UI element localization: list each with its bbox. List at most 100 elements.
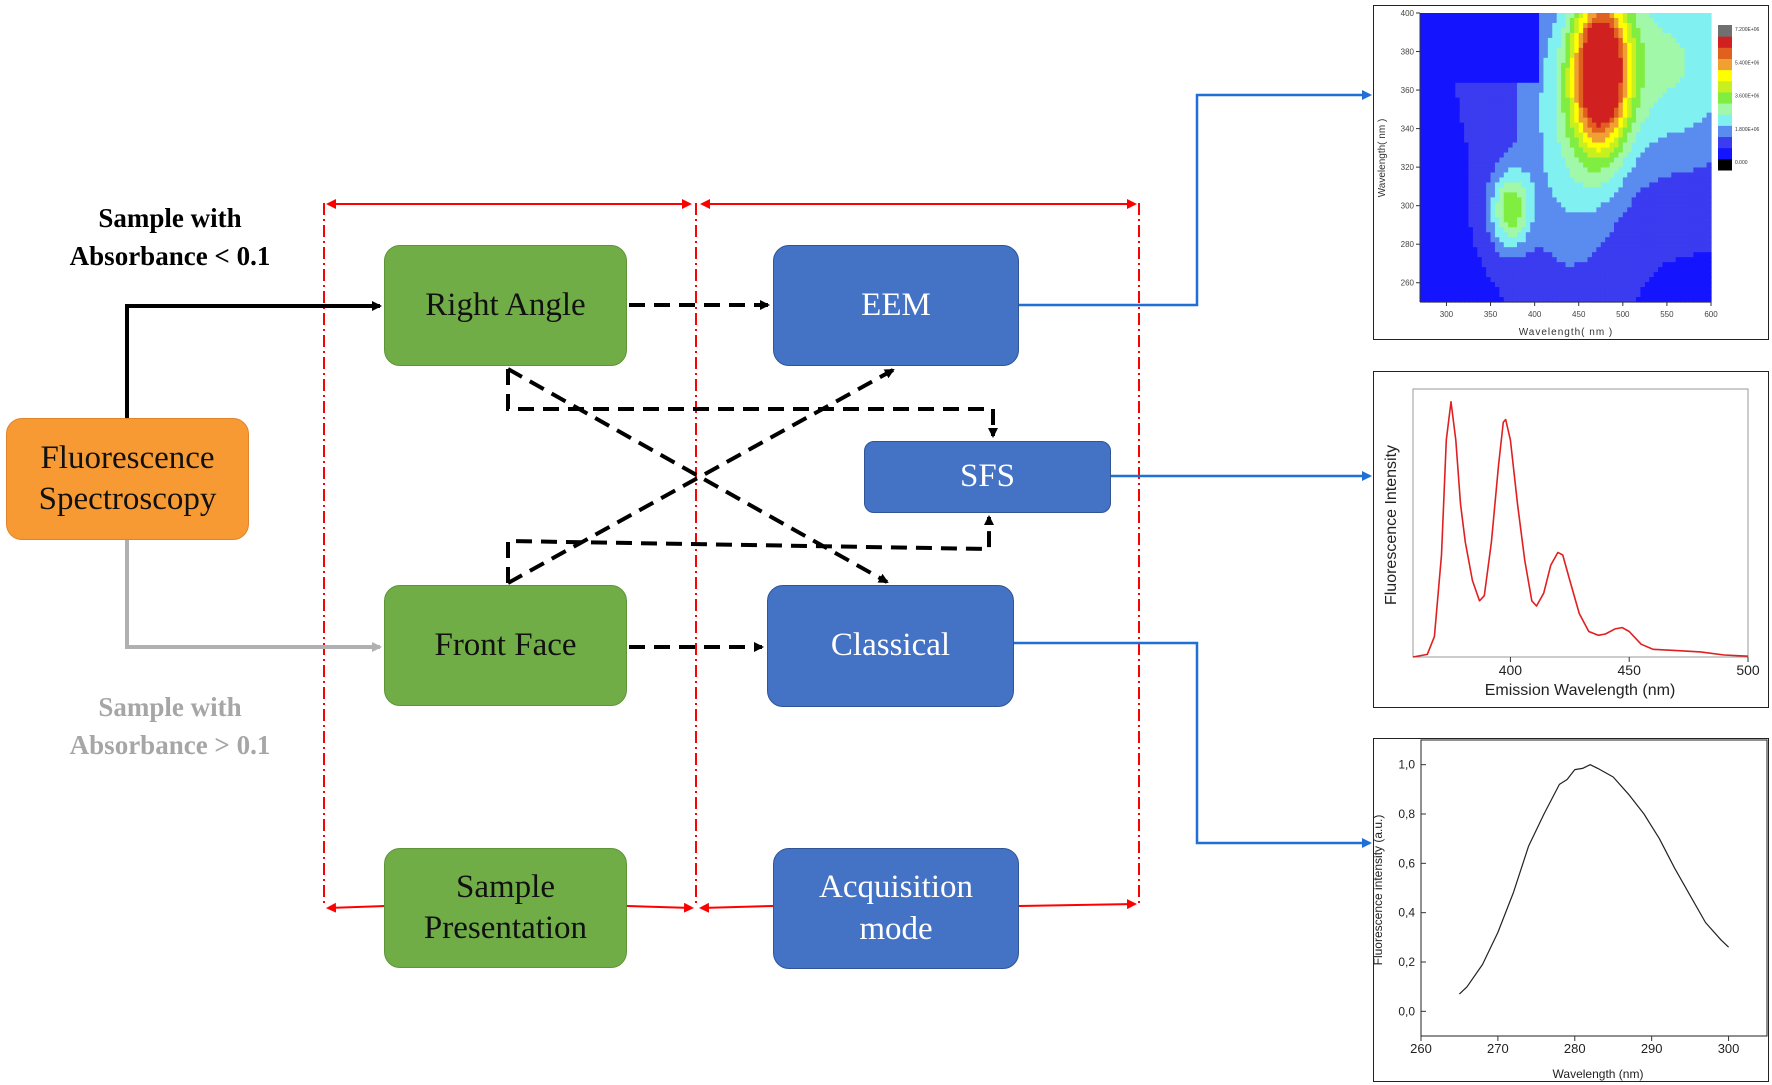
- eem-cell: [1618, 57, 1624, 64]
- eem-cell: [1644, 242, 1650, 248]
- eem-cell: [1503, 232, 1509, 238]
- eem-cell: [1644, 262, 1650, 268]
- eem-cell: [1600, 177, 1606, 184]
- eem-cell: [1574, 167, 1580, 174]
- eem-cell: [1561, 92, 1567, 99]
- eem-cell: [1653, 22, 1659, 29]
- eem-cell: [1680, 102, 1686, 109]
- eem-cell: [1587, 202, 1593, 208]
- eem-cell: [1424, 17, 1430, 24]
- eem-cell: [1622, 13, 1628, 19]
- eem-cell: [1561, 192, 1567, 198]
- eem-cell: [1640, 112, 1646, 119]
- eem-cell: [1675, 57, 1681, 64]
- eem-cell: [1459, 62, 1465, 69]
- eem-cell: [1450, 287, 1456, 293]
- eem-cell: [1464, 132, 1470, 139]
- eem-cell: [1508, 282, 1514, 288]
- eem-cell: [1569, 122, 1575, 129]
- eem-cell: [1468, 57, 1474, 64]
- eem-cell: [1662, 207, 1668, 213]
- eem-cell: [1499, 82, 1505, 89]
- eem-cell: [1618, 172, 1624, 179]
- eem-cell: [1442, 72, 1448, 79]
- eem-cell: [1477, 87, 1483, 94]
- eem-cell: [1512, 13, 1518, 19]
- eem-cell: [1636, 222, 1642, 228]
- eem-cell: [1569, 282, 1575, 288]
- eem-cell: [1569, 157, 1575, 164]
- eem-cell: [1569, 127, 1575, 134]
- eem-cell: [1450, 142, 1456, 149]
- eem-cell: [1450, 152, 1456, 159]
- eem-cell: [1622, 92, 1628, 99]
- eem-cell: [1644, 107, 1650, 114]
- eem-cell: [1600, 192, 1606, 198]
- eem-cell: [1459, 117, 1465, 124]
- eem-cell: [1569, 292, 1575, 298]
- eem-cell: [1437, 42, 1443, 49]
- eem-cell: [1591, 242, 1597, 248]
- eem-cell: [1596, 67, 1602, 74]
- eem-cell: [1455, 277, 1461, 283]
- eem-cell: [1591, 27, 1597, 34]
- eem-cell: [1688, 27, 1694, 34]
- eem-cell: [1450, 13, 1456, 19]
- eem-cell: [1433, 62, 1439, 69]
- eem-cell: [1574, 177, 1580, 184]
- eem-cell: [1565, 147, 1571, 154]
- eem-cell: [1688, 227, 1694, 233]
- eem-cell: [1543, 82, 1549, 89]
- eem-cell: [1450, 42, 1456, 49]
- eem-cell: [1420, 217, 1426, 223]
- eem-cell: [1464, 242, 1470, 248]
- eem-cell: [1697, 222, 1703, 228]
- eem-cell: [1569, 137, 1575, 144]
- eem-cell: [1640, 42, 1646, 49]
- eem-cell: [1587, 147, 1593, 154]
- eem-cell: [1636, 137, 1642, 144]
- eem-cell: [1420, 32, 1426, 39]
- eem-cell: [1596, 172, 1602, 179]
- eem-cell: [1481, 77, 1487, 84]
- eem-cell: [1662, 112, 1668, 119]
- eem-cell: [1437, 82, 1443, 89]
- eem-cell: [1631, 272, 1637, 278]
- eem-cell: [1609, 257, 1615, 263]
- eem-cell: [1547, 82, 1553, 89]
- eem-cell: [1472, 227, 1478, 233]
- eem-cell: [1666, 13, 1672, 19]
- eem-cell: [1649, 37, 1655, 44]
- eem-cell: [1658, 117, 1664, 124]
- eem-cell: [1459, 172, 1465, 179]
- eem-cell: [1618, 127, 1624, 134]
- eem-cell: [1658, 32, 1664, 39]
- eem-cell: [1618, 212, 1624, 218]
- eem-cell: [1477, 162, 1483, 169]
- eem-cell: [1556, 262, 1562, 268]
- eem-cell: [1547, 102, 1553, 109]
- eem-cell: [1556, 72, 1562, 79]
- eem-cell: [1609, 67, 1615, 74]
- eem-cell: [1609, 52, 1615, 59]
- eem-cell: [1525, 13, 1531, 19]
- eem-cell: [1428, 62, 1434, 69]
- eem-cell: [1464, 102, 1470, 109]
- eem-cell: [1600, 157, 1606, 164]
- eem-cell: [1521, 147, 1527, 154]
- eem-cell: [1649, 297, 1655, 303]
- eem-cell: [1614, 132, 1620, 139]
- eem-cell: [1450, 112, 1456, 119]
- eem-cell: [1583, 67, 1589, 74]
- eem-cell: [1653, 257, 1659, 263]
- eem-cell: [1631, 262, 1637, 268]
- eem-cell: [1574, 97, 1580, 104]
- eem-cell: [1578, 117, 1584, 124]
- eem-cell: [1636, 67, 1642, 74]
- eem-cell: [1534, 67, 1540, 74]
- eem-cell: [1481, 147, 1487, 154]
- eem-cell: [1525, 92, 1531, 99]
- eem-cell: [1631, 187, 1637, 193]
- eem-cell: [1464, 82, 1470, 89]
- eem-cell: [1455, 162, 1461, 169]
